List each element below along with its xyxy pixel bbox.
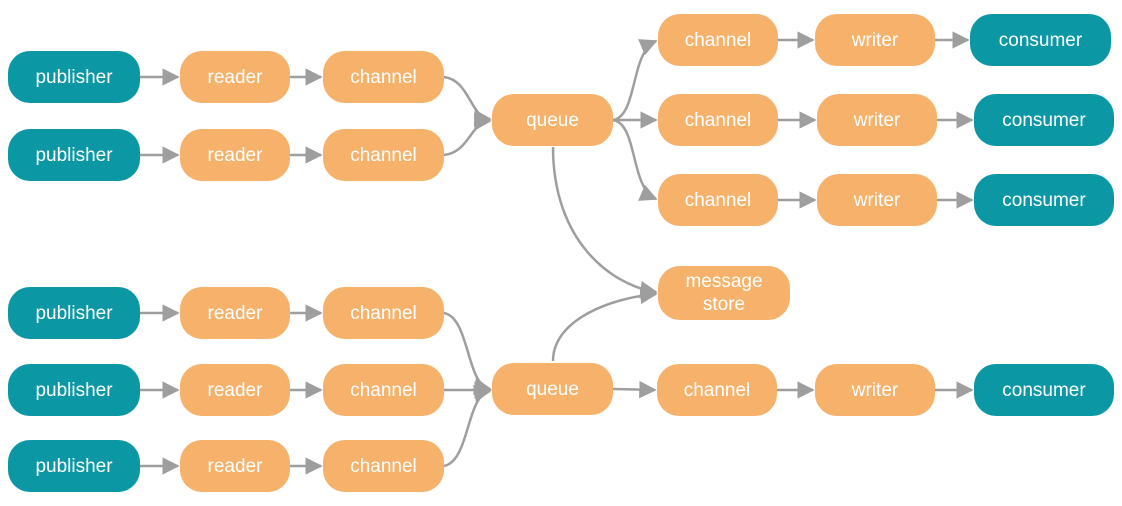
publisher-node-3: publisher — [8, 287, 140, 339]
edge-q1-oc1 — [612, 39, 658, 122]
reader-node-4: reader — [180, 364, 290, 416]
consumer-node-4: consumer — [974, 364, 1114, 416]
edge-q2-oc4 — [612, 380, 657, 399]
writer-node-2: writer — [817, 94, 937, 146]
edge-q2-ms — [551, 286, 658, 362]
output-channel-node-3: channel — [658, 174, 778, 226]
channel-node-3: channel — [323, 287, 444, 339]
reader-node-5: reader — [180, 440, 290, 492]
consumer-node-1: consumer — [970, 14, 1111, 66]
queue-node-2: queue — [492, 363, 613, 415]
reader-node-2: reader — [180, 129, 290, 181]
reader-node-3: reader — [180, 287, 290, 339]
channel-node-1: channel — [323, 51, 444, 103]
publisher-node-4: publisher — [8, 364, 140, 416]
edge-c3-q2 — [443, 311, 492, 395]
reader-node-1: reader — [180, 51, 290, 103]
edge-q1-oc3 — [612, 118, 658, 201]
writer-node-4: writer — [815, 364, 935, 416]
edge-c5-q2 — [443, 385, 492, 468]
writer-node-3: writer — [817, 174, 937, 226]
consumer-node-2: consumer — [974, 94, 1114, 146]
output-channel-node-1: channel — [658, 14, 778, 66]
publisher-node-1: publisher — [8, 51, 140, 103]
edge-q1-ms — [551, 146, 658, 299]
channel-node-4: channel — [323, 364, 444, 416]
channel-node-2: channel — [323, 129, 444, 181]
queue-node-1: queue — [492, 94, 613, 146]
publisher-node-5: publisher — [8, 440, 140, 492]
channel-node-5: channel — [323, 440, 444, 492]
publisher-node-2: publisher — [8, 129, 140, 181]
message-store-node: message store — [658, 266, 790, 320]
output-channel-node-2: channel — [658, 94, 778, 146]
edge-c2-q1 — [443, 113, 492, 157]
output-channel-node-4: channel — [657, 364, 777, 416]
writer-node-1: writer — [815, 14, 935, 66]
consumer-node-3: consumer — [974, 174, 1114, 226]
edge-c1-q1 — [443, 75, 492, 127]
